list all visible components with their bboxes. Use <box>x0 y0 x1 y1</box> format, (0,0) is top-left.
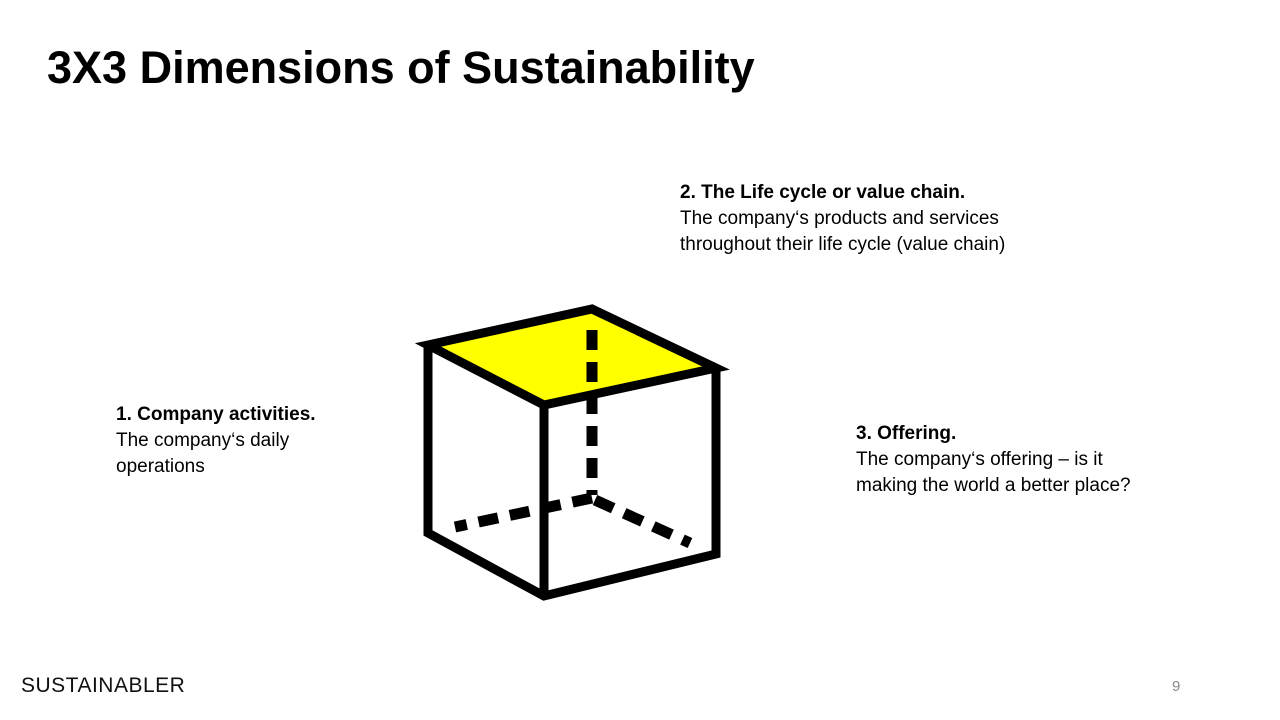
dimension-text: The company‘s offering – is it making th… <box>856 449 1131 496</box>
cube-top-face <box>428 309 716 405</box>
visible-edges <box>414 304 730 601</box>
sustainabler-logo: SUSTAINABLER <box>21 674 186 697</box>
dimension-life-cycle: 2. The Life cycle or value chain. The co… <box>680 180 1040 258</box>
slide-title: 3X3 Dimensions of Sustainability <box>47 42 755 93</box>
dimension-company-activities: 1. Company activities. The company‘s dai… <box>116 402 376 480</box>
dimension-heading: 3. Offering. <box>856 423 957 444</box>
dimension-heading: 2. The Life cycle or value chain. <box>680 182 966 203</box>
page-number: 9 <box>1172 678 1181 695</box>
hidden-edges <box>453 330 693 549</box>
dimension-text: The company‘s products and services thro… <box>680 208 1006 255</box>
dimension-offering: 3. Offering. The company‘s offering – is… <box>856 421 1156 499</box>
dimension-text: The company‘s daily operations <box>116 430 290 477</box>
dimension-heading: 1. Company activities. <box>116 404 316 425</box>
